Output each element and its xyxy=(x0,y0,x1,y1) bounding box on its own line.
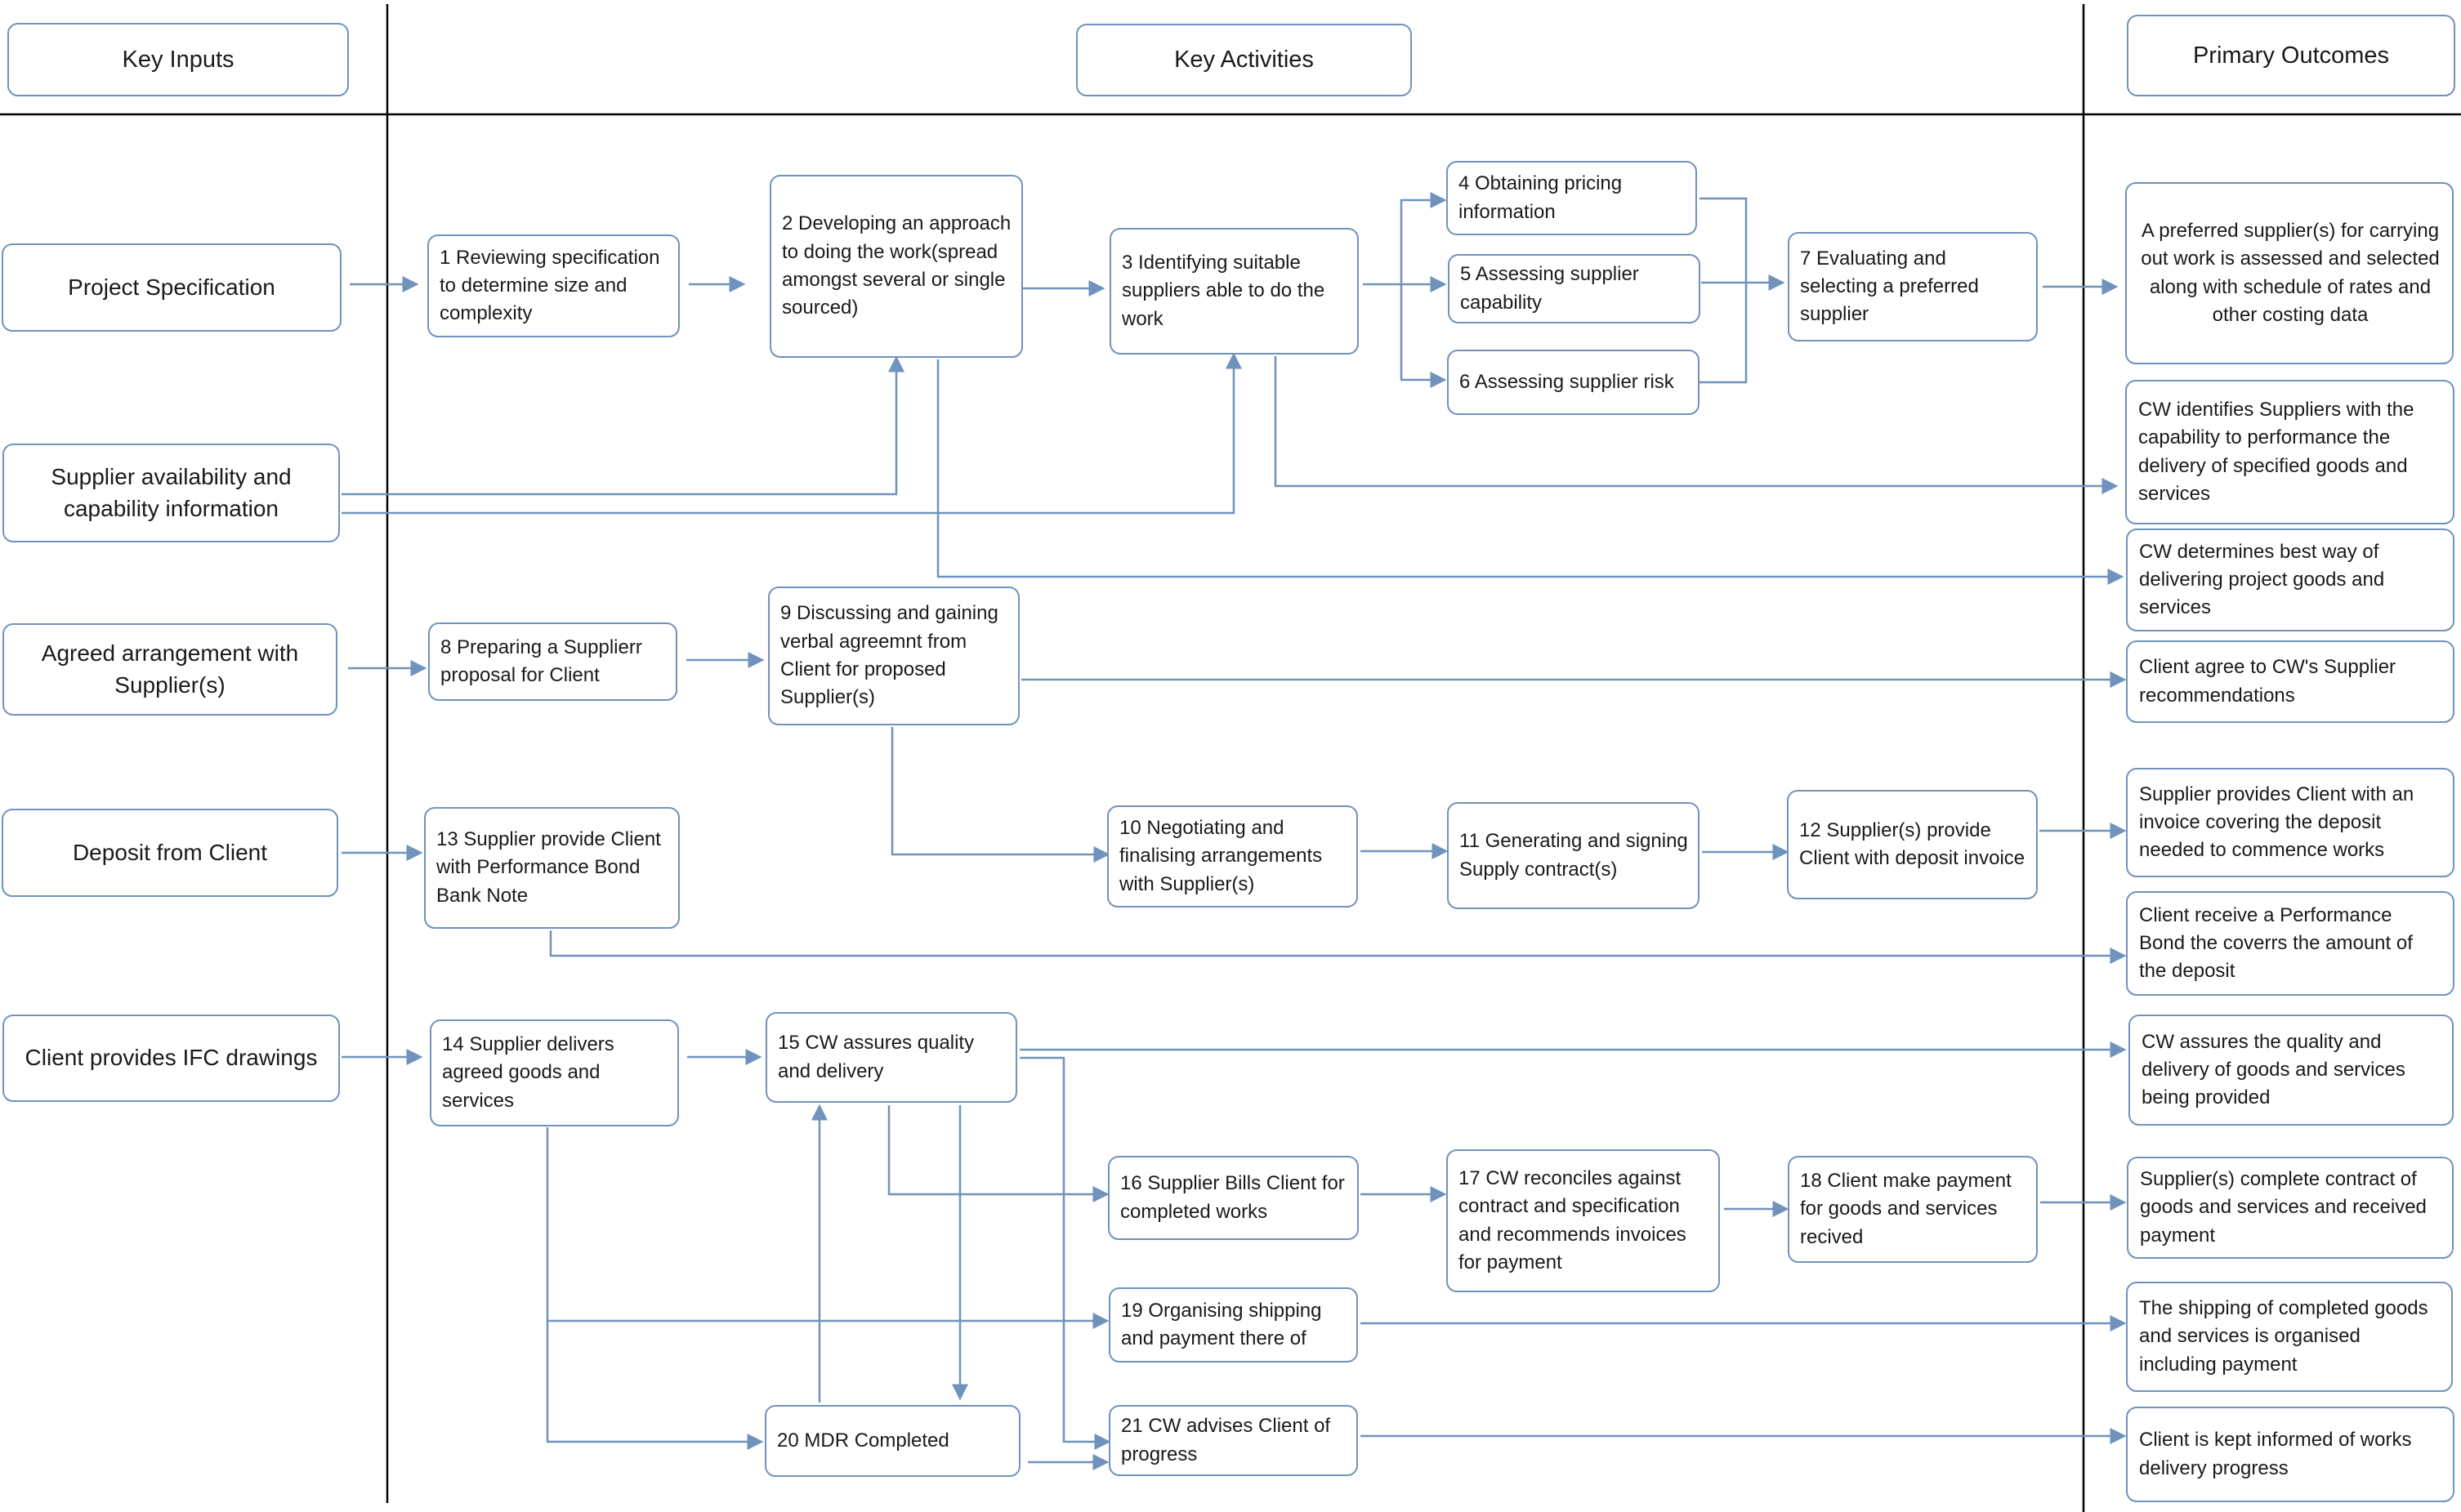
activity-label: 11 Generating and signing Supply contrac… xyxy=(1459,830,1688,881)
activity-label: 4 Obtaining pricing information xyxy=(1458,172,1623,223)
input-label: Agreed arrangement with Supplier(s) xyxy=(41,640,299,698)
activity-label: 9 Discussing and gaining verbal agreemnt… xyxy=(780,602,998,709)
activity-label: 12 Supplier(s) provide Client with depos… xyxy=(1799,818,2026,869)
header-key-activities-label: Key Activities xyxy=(1174,47,1314,73)
activity-label: 21 CW advises Client of progress xyxy=(1121,1415,1331,1465)
outcome-6: Client receive a Performance Bond the co… xyxy=(2126,891,2454,996)
activity-16: 16 Supplier Bills Client for completed w… xyxy=(1108,1156,1359,1240)
activity-21: 21 CW advises Client of progress xyxy=(1109,1405,1358,1476)
input-label: Client provides IFC drawings xyxy=(25,1045,318,1071)
arrow-act14-to-act20 xyxy=(546,1321,764,1450)
activity-label: 10 Negotiating and finalising arrangemen… xyxy=(1119,817,1323,895)
outcome-label: Client receive a Performance Bond the co… xyxy=(2139,903,2413,983)
activity-label: 2 Developing an approach to doing the wo… xyxy=(782,212,1012,319)
arrow-act13-to-out6 xyxy=(549,930,2127,964)
activity-label: 3 Identifying suitable suppliers able to… xyxy=(1122,252,1325,330)
outcome-label: Client agree to CW's Supplier recommenda… xyxy=(2139,656,2396,707)
activity-11: 11 Generating and signing Supply contrac… xyxy=(1447,802,1699,909)
header-key-activities: Key Activities xyxy=(1076,24,1412,96)
arrow-input2-to-act2 xyxy=(342,355,904,496)
input-supplier-availability: Supplier availability and capability inf… xyxy=(2,444,340,542)
arrow-act14-to-act19 xyxy=(546,1127,1110,1329)
activity-label: 17 CW reconciles against contract and sp… xyxy=(1458,1166,1686,1273)
outcome-5: Supplier provides Client with an invoice… xyxy=(2126,768,2454,877)
outcome-2: CW identifies Suppliers with the capabil… xyxy=(2125,380,2454,524)
activity-label: 8 Preparing a Supplierr proposal for Cli… xyxy=(440,636,642,686)
activity-10: 10 Negotiating and finalising arrangemen… xyxy=(1107,805,1358,908)
activity-8: 8 Preparing a Supplierr proposal for Cli… xyxy=(428,622,677,701)
activity-label: 7 Evaluating and selecting a preferred s… xyxy=(1800,247,1979,326)
arrow-branch-to-act4 xyxy=(1400,192,1447,284)
arrow-act15-to-act16 xyxy=(887,1105,1110,1202)
header-primary-outcomes-label: Primary Outcomes xyxy=(2192,42,2390,69)
activity-label: 16 Supplier Bills Client for completed w… xyxy=(1120,1172,1345,1223)
activity-label: 15 CW assures quality and delivery xyxy=(778,1032,975,1082)
arrow-act9-to-act10 xyxy=(891,727,1110,863)
arrow-act4-to-merge xyxy=(1699,197,1748,384)
input-deposit-from-client: Deposit from Client xyxy=(2,809,338,897)
activity-label: 18 Client make payment for goods and ser… xyxy=(1800,1170,2012,1248)
outcome-label: Client is kept informed of works deliver… xyxy=(2139,1429,2412,1479)
activity-label: 6 Assessing supplier risk xyxy=(1459,370,1674,393)
arrow-act15-to-act21 xyxy=(1020,1056,1111,1450)
arrow-input2-to-act3 xyxy=(342,352,1242,515)
activity-4: 4 Obtaining pricing information xyxy=(1446,161,1697,235)
outcome-label: Supplier(s) complete contract of goods a… xyxy=(2140,1168,2427,1247)
arrow-branch-to-act6 xyxy=(1400,284,1447,388)
outcome-8: Supplier(s) complete contract of goods a… xyxy=(2127,1157,2454,1259)
header-key-inputs: Key Inputs xyxy=(7,23,349,96)
outcome-label: CW assures the quality and delivery of g… xyxy=(2142,1030,2405,1109)
outcome-7: CW assures the quality and delivery of g… xyxy=(2128,1015,2454,1126)
input-client-provides-ifc: Client provides IFC drawings xyxy=(2,1015,340,1102)
outcome-label: The shipping of completed goods and serv… xyxy=(2139,1297,2428,1376)
input-label: Project Specification xyxy=(68,274,275,300)
outcome-label: CW identifies Suppliers with the capabil… xyxy=(2138,398,2414,505)
activity-label: 13 Supplier provide Client with Performa… xyxy=(436,828,661,907)
outcome-label: Supplier provides Client with an invoice… xyxy=(2139,783,2414,862)
input-agreed-arrangement: Agreed arrangement with Supplier(s) xyxy=(2,623,337,716)
activity-14: 14 Supplier delivers agreed goods and se… xyxy=(430,1019,679,1126)
activity-17: 17 CW reconciles against contract and sp… xyxy=(1446,1149,1720,1292)
activity-13: 13 Supplier provide Client with Performa… xyxy=(424,807,680,929)
input-label: Supplier availability and capability inf… xyxy=(51,464,292,521)
activity-7: 7 Evaluating and selecting a preferred s… xyxy=(1788,232,2038,341)
activity-12: 12 Supplier(s) provide Client with depos… xyxy=(1787,790,2038,899)
header-key-inputs-label: Key Inputs xyxy=(122,46,234,73)
input-project-specification: Project Specification xyxy=(2,243,342,332)
outcome-label: CW determines best way of delivering pro… xyxy=(2139,540,2385,619)
outcome-9: The shipping of completed goods and serv… xyxy=(2126,1282,2453,1392)
arrow-act3-to-out2 xyxy=(1274,356,2119,494)
activity-label: 14 Supplier delivers agreed goods and se… xyxy=(442,1033,614,1112)
outcome-4: Client agree to CW's Supplier recommenda… xyxy=(2126,640,2454,723)
activity-label: 20 MDR Completed xyxy=(777,1429,949,1452)
header-primary-outcomes: Primary Outcomes xyxy=(2127,15,2455,96)
outcome-3: CW determines best way of delivering pro… xyxy=(2126,529,2454,631)
outcome-10: Client is kept informed of works deliver… xyxy=(2126,1407,2454,1502)
activity-15: 15 CW assures quality and delivery xyxy=(766,1012,1017,1103)
activity-label: 5 Assessing supplier capability xyxy=(1460,263,1639,314)
arrow-act2-to-out3 xyxy=(936,359,2124,585)
activity-19: 19 Organising shipping and payment there… xyxy=(1109,1287,1358,1363)
activity-label: 1 Reviewing specification to determine s… xyxy=(440,246,660,325)
activity-3: 3 Identifying suitable suppliers able to… xyxy=(1110,228,1359,355)
activity-1: 1 Reviewing specification to determine s… xyxy=(427,234,680,337)
outcome-1: A preferred supplier(s) for carrying out… xyxy=(2125,182,2454,364)
activity-label: 19 Organising shipping and payment there… xyxy=(1121,1299,1322,1349)
activity-5: 5 Assessing supplier capability xyxy=(1448,254,1700,323)
outcome-label: A preferred supplier(s) for carrying out… xyxy=(2141,219,2440,326)
activity-2: 2 Developing an approach to doing the wo… xyxy=(770,175,1023,358)
input-label: Deposit from Client xyxy=(72,839,268,865)
activity-18: 18 Client make payment for goods and ser… xyxy=(1788,1156,2038,1263)
activity-6: 6 Assessing supplier risk xyxy=(1447,350,1699,415)
activity-20: 20 MDR Completed xyxy=(765,1405,1021,1477)
activity-9: 9 Discussing and gaining verbal agreemnt… xyxy=(768,587,1020,725)
